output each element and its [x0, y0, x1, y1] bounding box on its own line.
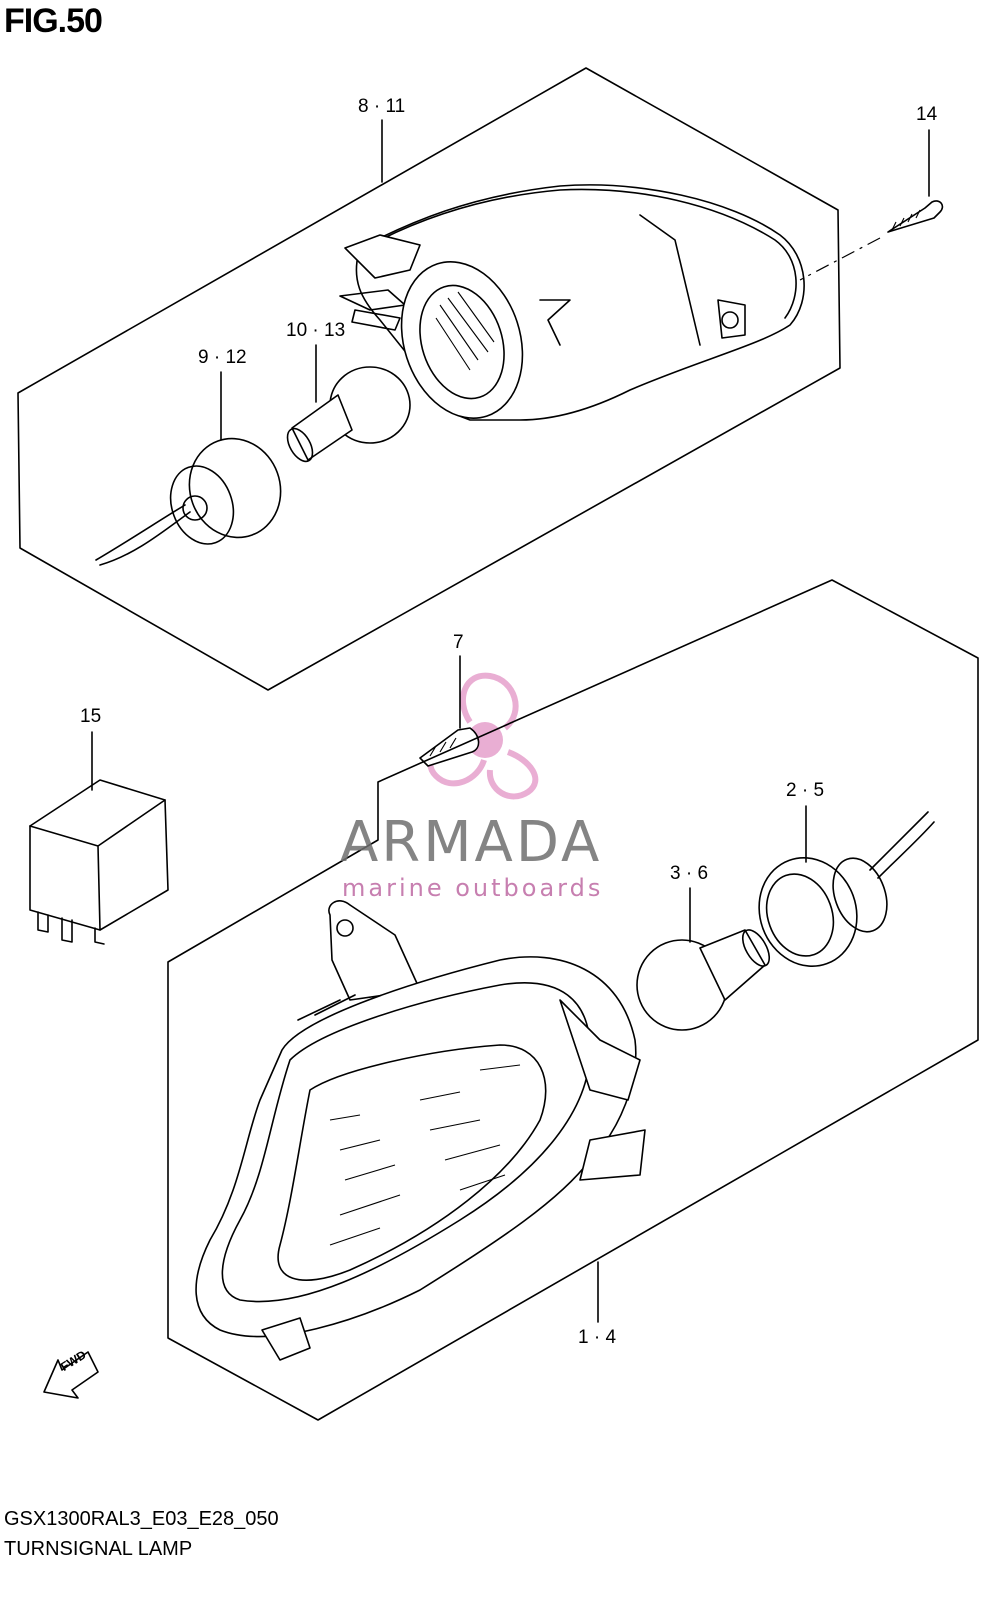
leader-lines — [91, 119, 930, 1323]
upper-bulb — [286, 366, 411, 463]
lower-socket — [758, 811, 935, 968]
section-name: TURNSIGNAL LAMP — [4, 1538, 193, 1560]
upper-group-box — [17, 67, 841, 691]
watermark-tagline: marine outboards — [342, 874, 604, 902]
callout-3-6: 3 · 6 — [670, 863, 709, 884]
lower-bulb — [636, 929, 771, 1031]
screw-7 — [419, 727, 480, 767]
callout-15: 15 — [80, 706, 102, 727]
callout-7: 7 — [453, 632, 464, 653]
watermark-brand: ARMADA — [340, 810, 603, 875]
figure-title: FIG.50 — [4, 2, 103, 40]
callout-8-11: 8 · 11 — [358, 96, 406, 117]
upper-socket — [95, 437, 282, 566]
callout-2-5: 2 · 5 — [786, 780, 825, 801]
relay-15 — [29, 779, 169, 945]
callout-14: 14 — [916, 104, 938, 125]
model-code: GSX1300RAL3_E03_E28_050 — [4, 1508, 279, 1530]
lower-group-box — [167, 579, 979, 1421]
upper-lamp-housing — [339, 184, 805, 421]
callout-9-12: 9 · 12 — [198, 347, 247, 368]
callout-1-4: 1 · 4 — [578, 1327, 617, 1348]
fwd-arrow-icon — [43, 1351, 99, 1399]
lower-lamp-housing — [195, 900, 646, 1361]
screw-14 — [799, 200, 944, 281]
callout-10-13: 10 · 13 — [286, 320, 346, 341]
